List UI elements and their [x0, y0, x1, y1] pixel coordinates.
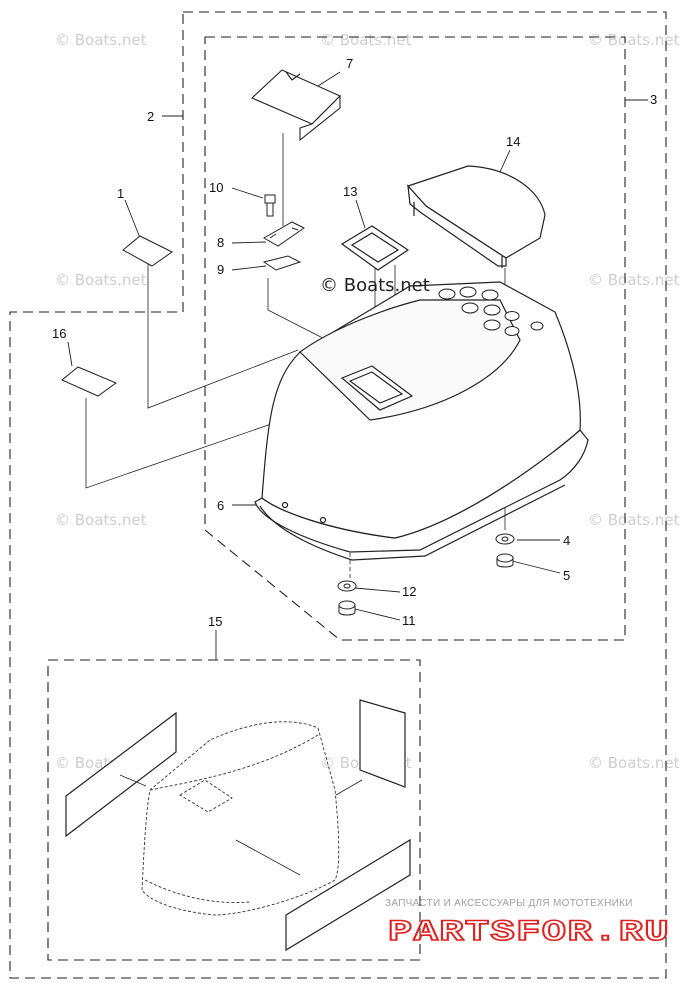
watermark: © Boats.net: [588, 511, 680, 529]
callout-2: 2: [147, 109, 154, 124]
callout-8: 8: [217, 235, 224, 250]
bolt-part-10: [264, 194, 276, 217]
watermark: © Boats.net: [320, 31, 412, 49]
decal-kit-boundary: [47, 659, 421, 961]
callout-10: 10: [209, 180, 223, 195]
watermark: © Boats.net: [588, 754, 680, 772]
callout-16: 16: [52, 326, 66, 341]
outer-group-boundary: [9, 11, 667, 979]
site-branding: ЗАПЧАСТИ И АКСЕССУАРЫ ДЛЯ МОТОТЕХНИКИ PA…: [385, 898, 670, 951]
leader-lines: [67, 71, 648, 660]
watermark: © Boats.net: [55, 31, 147, 49]
callouts: 1 2 3 4 5 6 7 8 9 10 11 12 13 14 15 16: [52, 56, 657, 629]
callout-4: 4: [563, 533, 570, 548]
watermark: © Boats.net: [55, 511, 147, 529]
callout-5: 5: [563, 568, 570, 583]
watermark: © Boats.net: [588, 31, 680, 49]
decal-strip-right-upper: [359, 699, 406, 788]
callout-1: 1: [117, 186, 124, 201]
grommet-part-13: [340, 225, 410, 271]
decal-kit-part-15: [65, 699, 411, 952]
fasteners: [337, 533, 515, 616]
callout-15: 15: [208, 614, 222, 629]
decal-strip-left: [65, 711, 177, 838]
top-cap-part-14: [406, 165, 546, 268]
cowling-bosses: [438, 286, 544, 336]
clip-part-8: [262, 221, 305, 247]
callout-13: 13: [343, 184, 357, 199]
callout-3: 3: [650, 92, 657, 107]
watermark: © Boats.net: [588, 271, 680, 289]
decal-strip-right-lower: [285, 838, 411, 952]
callout-12: 12: [402, 584, 416, 599]
decal-part-16: [61, 366, 118, 397]
watermark-main: © Boats.net: [320, 275, 430, 296]
cowling-outline-dashed: [141, 721, 340, 916]
cover-plate-part-7: [251, 69, 341, 142]
callout-6: 6: [217, 498, 224, 513]
group-boundaries: [9, 11, 667, 979]
plate-part-9: [262, 255, 302, 271]
watermark: © Boats.net: [55, 271, 147, 289]
brand-tagline: ЗАПЧАСТИ И АКСЕССУАРЫ ДЛЯ МОТОТЕХНИКИ: [385, 898, 633, 909]
callout-9: 9: [217, 262, 224, 277]
callout-14: 14: [506, 134, 520, 149]
callout-11: 11: [402, 613, 416, 628]
decal-part-1: [122, 235, 173, 267]
top-cowling-part-6: [254, 281, 589, 561]
callout-7: 7: [346, 56, 353, 71]
brand-logo: PARTSFOR.RU: [388, 916, 670, 950]
